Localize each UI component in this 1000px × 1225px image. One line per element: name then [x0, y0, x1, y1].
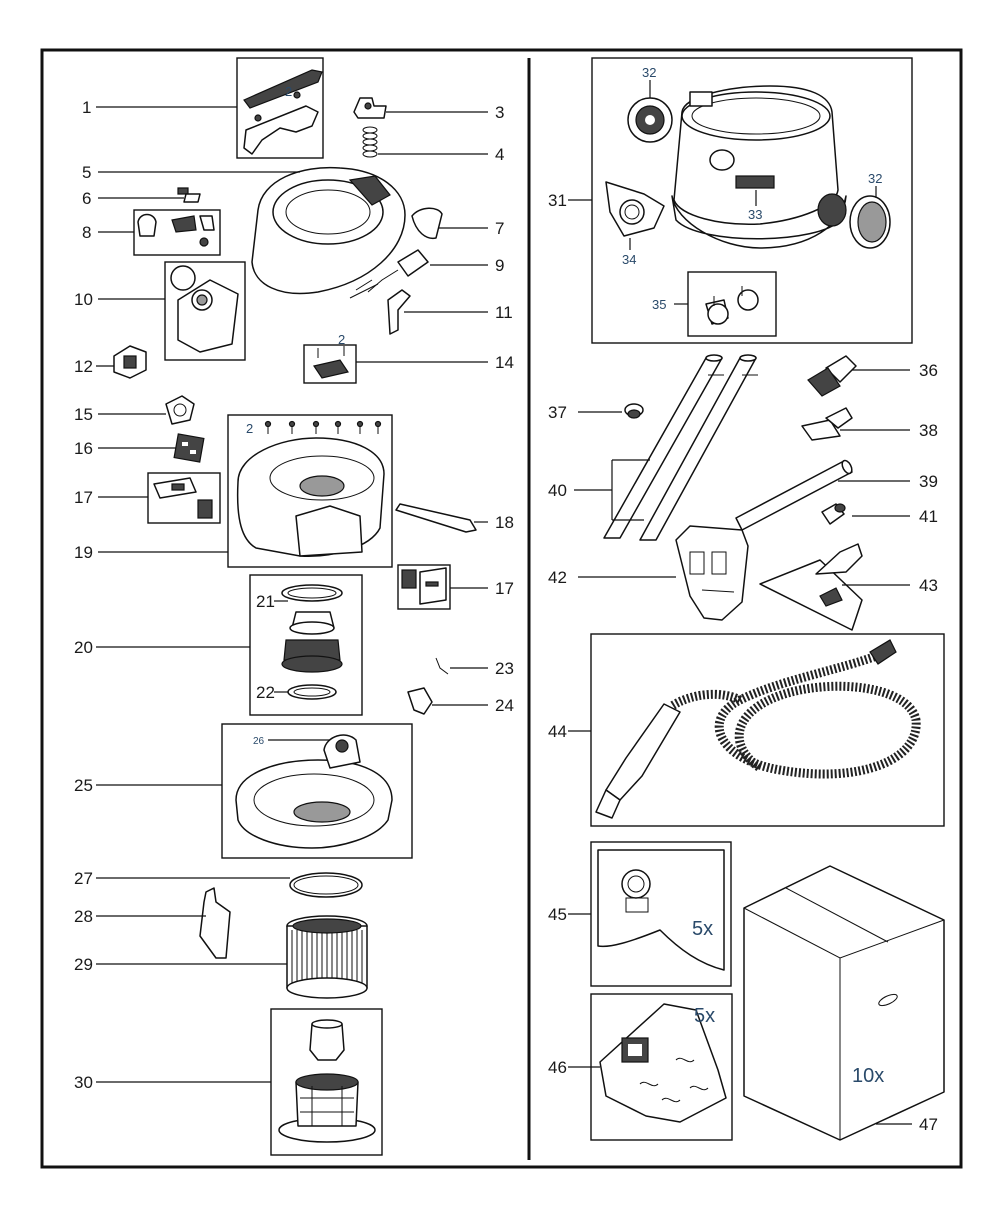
callout-19: 19: [74, 543, 93, 562]
part-32-wheel-left[interactable]: [627, 97, 673, 143]
callout-43: 43: [919, 576, 938, 595]
part-38-upholstery-nozzle[interactable]: [801, 407, 853, 441]
callout-27: 27: [74, 869, 93, 888]
callout-14: 14: [495, 353, 514, 372]
callout-35: 35: [652, 297, 666, 312]
callout-2-base-screw: 2: [246, 421, 253, 436]
part-36-brush-nozzle[interactable]: [807, 355, 857, 397]
callout-21: 21: [256, 592, 275, 611]
part-6-switch-link[interactable]: [177, 187, 201, 203]
callout-12: 12: [74, 357, 93, 376]
callout-40: 40: [548, 481, 567, 500]
callout-20: 20: [74, 638, 93, 657]
part-5-motor-cover[interactable]: [251, 166, 406, 295]
callout-44: 44: [548, 722, 567, 741]
part-7-clip[interactable]: [411, 207, 443, 240]
callout-29: 29: [74, 955, 93, 974]
callout-15: 15: [74, 405, 93, 424]
part-11-lever[interactable]: [387, 289, 411, 335]
callout-4: 4: [495, 145, 504, 164]
part-12-socket[interactable]: [113, 345, 147, 379]
callout-33: 33: [748, 207, 762, 222]
callout-16: 16: [74, 439, 93, 458]
quantity-47: 10x: [852, 1065, 884, 1087]
part-24-clamp[interactable]: [407, 687, 433, 715]
callout-7: 7: [495, 219, 504, 238]
part-41-adapter[interactable]: [821, 503, 846, 525]
quantity-46: 5x: [694, 1005, 715, 1027]
part-31-container[interactable]: [591, 57, 913, 344]
callout-37: 37: [548, 403, 567, 422]
callout-32-right: 32: [868, 171, 882, 186]
part-8-switch-assembly[interactable]: [133, 209, 221, 256]
part-42-accessory-holder[interactable]: [675, 525, 749, 621]
callout-2-handle-screw: 2: [285, 84, 292, 99]
callout-39: 39: [919, 472, 938, 491]
callout-42: 42: [548, 568, 567, 587]
callout-26: 26: [253, 736, 265, 747]
part-14-bracket[interactable]: [303, 344, 357, 384]
part-28-flap[interactable]: [199, 887, 231, 959]
part-10-inlet-housing[interactable]: [164, 261, 246, 361]
callout-30: 30: [74, 1073, 93, 1092]
part-47-carton[interactable]: [743, 865, 945, 1141]
part-17-cover-set-upper[interactable]: [147, 472, 221, 524]
callout-36: 36: [919, 361, 938, 380]
callout-22: 22: [256, 683, 275, 702]
callout-24: 24: [495, 696, 514, 715]
callout-10: 10: [74, 290, 93, 309]
part-3-latch[interactable]: [353, 97, 387, 119]
part-30-float-cage[interactable]: [270, 1008, 383, 1156]
callout-25: 25: [74, 776, 93, 795]
part-4-spring[interactable]: [362, 126, 378, 158]
part-29-cartridge-filter[interactable]: [286, 915, 368, 999]
part-44-suction-hose[interactable]: [590, 633, 945, 827]
part-32-wheel-right[interactable]: [849, 195, 891, 249]
callout-34: 34: [622, 252, 636, 267]
part-17-cover-set-lower[interactable]: [397, 564, 451, 610]
part-35-castors[interactable]: [687, 271, 777, 337]
part-40-extension-tubes[interactable]: [603, 354, 758, 541]
part-34-inlet-flange[interactable]: [605, 181, 665, 237]
callout-41: 41: [919, 507, 938, 526]
part-27-seal-ring[interactable]: [289, 872, 363, 898]
quantity-45: 5x: [692, 918, 713, 940]
part-39-crevice-tube[interactable]: [735, 459, 854, 531]
outer-frame: [40, 48, 963, 1169]
part-19-motor-base[interactable]: [227, 414, 393, 568]
callout-38: 38: [919, 421, 938, 440]
part-16-circuit-board[interactable]: [173, 433, 205, 463]
part-15-gasket-plate[interactable]: [165, 395, 195, 425]
callout-11: 11: [495, 303, 513, 322]
callout-23: 23: [495, 659, 514, 678]
part-45-filter-bag[interactable]: [590, 841, 732, 987]
part-20-motor-group[interactable]: [249, 574, 363, 716]
part-25-filter-housing[interactable]: [221, 723, 413, 859]
callout-9: 9: [495, 256, 504, 275]
callout-17-upper: 17: [74, 488, 93, 507]
part-43-floor-nozzle[interactable]: [759, 543, 863, 631]
part-37-clip-ring[interactable]: [624, 403, 644, 419]
callout-47: 47: [919, 1115, 938, 1134]
callout-45: 45: [548, 905, 567, 924]
callout-6: 6: [82, 189, 91, 208]
callout-31: 31: [548, 191, 567, 210]
part-1-handle[interactable]: [236, 57, 324, 159]
part-23-wire[interactable]: [435, 657, 449, 675]
callout-17-lower: 17: [495, 579, 514, 598]
callout-32-left: 32: [642, 65, 656, 80]
callout-2-bracket-screw: 2: [338, 332, 345, 347]
callout-18: 18: [495, 513, 514, 532]
callout-8: 8: [82, 223, 91, 242]
callout-46: 46: [548, 1058, 567, 1077]
screw-row: [264, 420, 382, 434]
part-18-strip[interactable]: [395, 503, 477, 533]
callout-5: 5: [82, 163, 91, 182]
callout-1: 1: [82, 98, 91, 117]
callout-28: 28: [74, 907, 93, 926]
callout-3: 3: [495, 103, 504, 122]
part-9-cord-plug[interactable]: [349, 249, 429, 299]
